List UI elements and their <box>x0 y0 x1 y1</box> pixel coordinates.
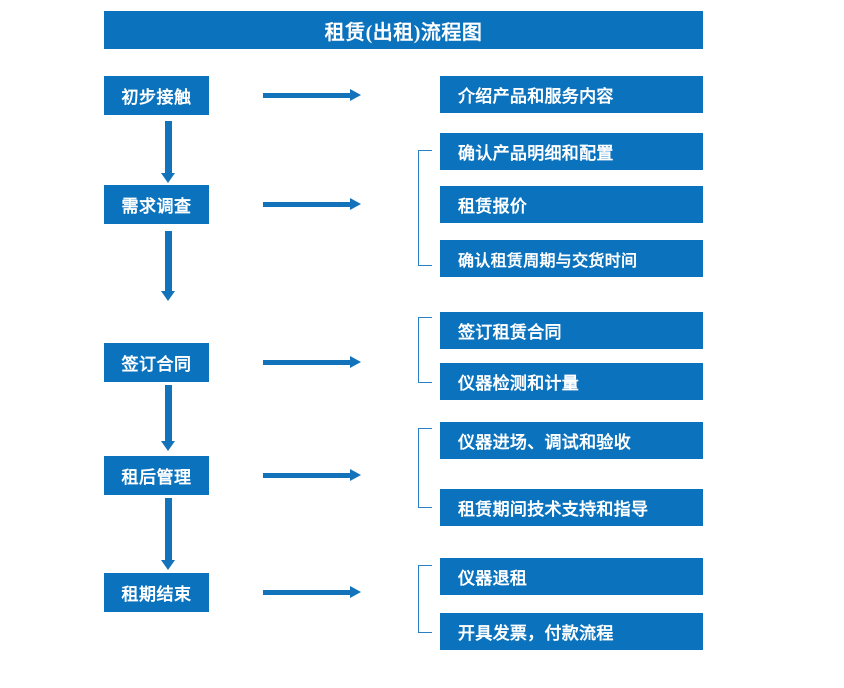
arrow-head <box>161 291 175 301</box>
down-arrow-icon <box>161 385 175 451</box>
detail-box-7[interactable]: 仪器进场、调试和验收 <box>440 422 703 459</box>
stage-box-5[interactable]: 租期结束 <box>104 573 209 612</box>
arrow-head <box>350 469 361 481</box>
stage-box-2[interactable]: 需求调查 <box>104 185 209 224</box>
arrow-head <box>161 441 175 451</box>
detail-box-6[interactable]: 仪器检测和计量 <box>440 363 703 400</box>
arrow-stem <box>263 473 351 478</box>
right-arrow-icon <box>263 198 361 210</box>
detail-box-4[interactable]: 确认租赁周期与交货时间 <box>440 240 703 277</box>
right-arrow-icon <box>263 586 361 598</box>
stage-box-1[interactable]: 初步接触 <box>104 76 209 115</box>
down-arrow-icon <box>161 231 175 301</box>
arrow-stem <box>165 498 172 560</box>
arrow-stem <box>263 590 351 595</box>
down-arrow-icon <box>161 498 175 570</box>
detail-box-2[interactable]: 确认产品明细和配置 <box>440 133 703 170</box>
group-bracket-icon <box>418 317 432 383</box>
detail-box-5[interactable]: 签订租赁合同 <box>440 312 703 349</box>
down-arrow-icon <box>161 121 175 183</box>
arrow-head <box>350 356 361 368</box>
right-arrow-icon <box>263 89 361 101</box>
arrow-stem <box>165 231 172 291</box>
arrow-stem <box>263 360 351 365</box>
group-bracket-icon <box>418 565 432 633</box>
detail-box-10[interactable]: 开具发票，付款流程 <box>440 613 703 650</box>
detail-box-9[interactable]: 仪器退租 <box>440 558 703 595</box>
arrow-stem <box>263 202 351 207</box>
right-arrow-icon <box>263 356 361 368</box>
arrow-head <box>161 173 175 183</box>
detail-box-1[interactable]: 介绍产品和服务内容 <box>440 76 703 113</box>
stage-box-3[interactable]: 签订合同 <box>104 343 209 382</box>
right-arrow-icon <box>263 469 361 481</box>
group-bracket-icon <box>418 150 432 266</box>
page-title: 租赁(出租)流程图 <box>104 11 703 49</box>
detail-box-3[interactable]: 租赁报价 <box>440 186 703 223</box>
arrow-head <box>350 198 361 210</box>
arrow-head <box>350 89 361 101</box>
arrow-head <box>350 586 361 598</box>
arrow-stem <box>263 93 351 98</box>
arrow-stem <box>165 121 172 173</box>
arrow-head <box>161 560 175 570</box>
detail-box-8[interactable]: 租赁期间技术支持和指导 <box>440 489 703 526</box>
stage-box-4[interactable]: 租后管理 <box>104 456 209 495</box>
arrow-stem <box>165 385 172 441</box>
group-bracket-icon <box>418 428 432 508</box>
